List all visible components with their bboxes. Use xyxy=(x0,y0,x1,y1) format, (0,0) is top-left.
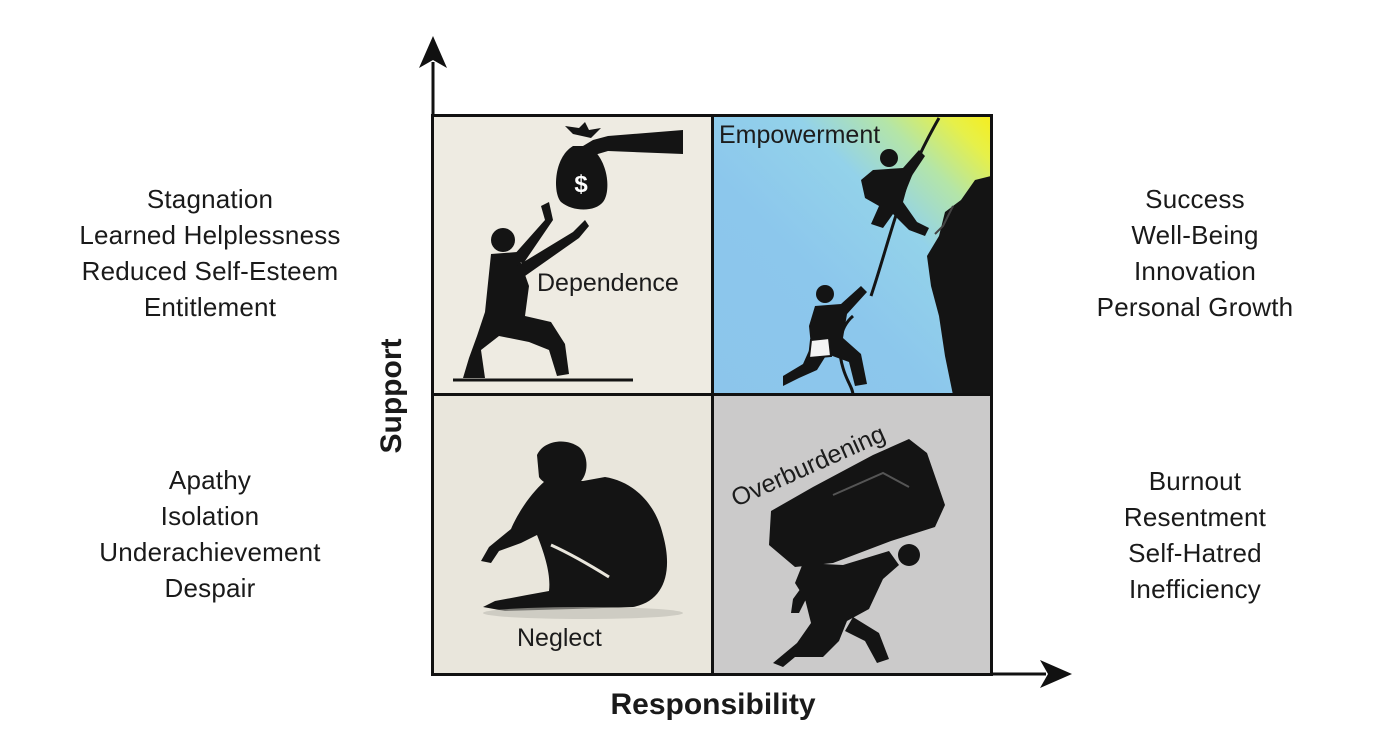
outcome-item: Reduced Self-Esteem xyxy=(81,256,339,286)
outcomes-top-left: Stagnation Learned Helplessness Reduced … xyxy=(45,181,375,325)
quadrant-overburdening: Overburdening xyxy=(713,395,991,674)
quadrant-label-dependence: Dependence xyxy=(537,269,679,297)
outcome-item: Apathy xyxy=(168,465,252,495)
outcome-item: Well-Being xyxy=(1131,220,1259,250)
sitting-person-head-down-icon xyxy=(481,441,683,619)
outcome-item: Success xyxy=(1145,184,1245,214)
outcomes-top-right: Success Well-Being Innovation Personal G… xyxy=(1030,181,1360,325)
kneeling-person-reaching-for-money-bag-icon: $ xyxy=(453,122,683,382)
quadrant-label-empowerment: Empowerment xyxy=(719,121,881,149)
outcome-item: Self-Hatred xyxy=(1128,538,1262,568)
x-axis-label: Responsibility xyxy=(610,688,816,721)
y-axis-label: Support xyxy=(375,338,408,454)
svg-text:$: $ xyxy=(574,171,588,198)
outcome-item: Innovation xyxy=(1134,256,1256,286)
quadrant-empowerment: Empowerment xyxy=(713,116,991,395)
outcome-item: Despair xyxy=(164,573,256,603)
outcome-item: Burnout xyxy=(1148,466,1242,496)
outcome-item: Personal Growth xyxy=(1096,292,1294,322)
person-carrying-boulder-icon xyxy=(769,439,945,667)
y-axis-arrowhead xyxy=(419,36,447,68)
outcomes-bottom-right: Burnout Resentment Self-Hatred Inefficie… xyxy=(1030,463,1360,607)
outcome-item: Resentment xyxy=(1123,502,1267,532)
outcome-item: Underachievement xyxy=(99,537,321,567)
outcome-item: Learned Helplessness xyxy=(79,220,341,250)
outcome-item: Isolation xyxy=(160,501,260,531)
climbers-on-cliff-icon xyxy=(783,117,991,395)
quadrant-dependence: $ Dependence xyxy=(433,116,713,395)
outcome-item: Stagnation xyxy=(146,184,274,214)
outcome-item: Entitlement xyxy=(143,292,277,322)
matrix-horizontal-divider xyxy=(431,393,993,396)
outcomes-bottom-left: Apathy Isolation Underachievement Despai… xyxy=(45,462,375,606)
x-axis-arrowhead xyxy=(1040,660,1072,688)
quadrant-neglect: Neglect xyxy=(433,395,713,674)
outcome-item: Inefficiency xyxy=(1129,574,1261,604)
quadrant-label-neglect: Neglect xyxy=(517,624,602,652)
